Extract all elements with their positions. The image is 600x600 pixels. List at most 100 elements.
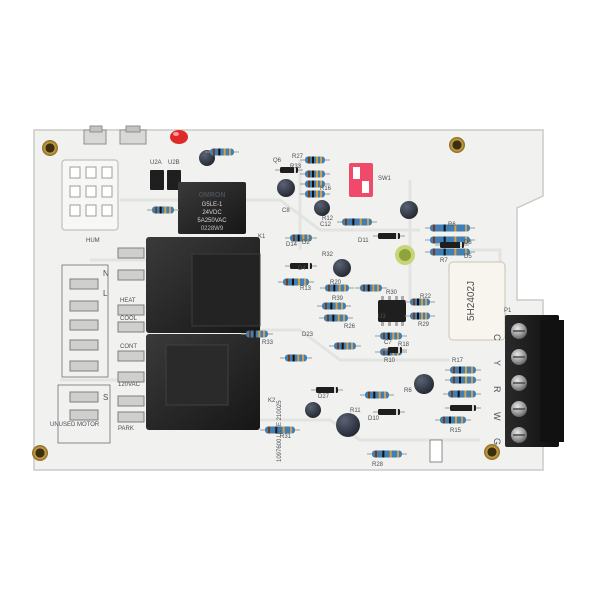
resistor [260, 426, 300, 434]
resistor [317, 302, 351, 310]
ref-label: C12 [320, 222, 332, 228]
ref-label: D14 [286, 242, 298, 248]
relay-large-upper [146, 237, 261, 333]
resistor [147, 206, 179, 214]
ref-label: R12 [322, 216, 334, 222]
diode [373, 409, 405, 415]
ref-label: Q2 [316, 208, 325, 214]
mounting-holes [32, 137, 500, 461]
ref-label: K1 [258, 234, 266, 240]
resistor [443, 390, 481, 398]
resistor [425, 236, 475, 244]
ref-label: R28 [372, 462, 384, 468]
resistor-pack-label: 5H2402J [466, 281, 477, 321]
relay-brand: OMRON [199, 192, 226, 199]
ref-label: R30 [386, 290, 398, 296]
ref-label: D3 [464, 240, 472, 246]
diode-array [275, 167, 481, 415]
ref-label: Q6 [273, 158, 282, 164]
resistor [425, 224, 475, 232]
label-sw1: SW1 [378, 176, 392, 182]
label-u2a: U2A [150, 160, 162, 166]
relay-large-lower [146, 334, 260, 430]
ref-label: R39 [332, 296, 344, 302]
resistor [435, 416, 471, 424]
ref-label: R13 [300, 286, 312, 292]
ref-label: D11 [358, 238, 369, 244]
ic-u2 [150, 170, 181, 190]
top-spade-terminals [83, 125, 147, 145]
molex-connector [61, 159, 119, 231]
ref-label: R15 [450, 428, 462, 434]
terminal-g: G [492, 438, 502, 445]
ref-label: R26 [344, 324, 356, 330]
relay-code: 0228W9 [201, 226, 224, 232]
diode [445, 405, 481, 411]
ref-label: R32 [322, 252, 334, 258]
resistor [300, 180, 330, 188]
resistor [355, 284, 387, 292]
resistor [300, 190, 330, 198]
ref-label: D27 [318, 394, 330, 400]
ref-label: D23 [302, 332, 314, 338]
ref-label: U3 [378, 314, 386, 320]
diode [285, 263, 317, 269]
ic-u3 [378, 296, 406, 326]
capacitors [199, 150, 434, 437]
diode [311, 387, 343, 393]
dip-switch: SW1 [349, 163, 392, 197]
resistor [205, 148, 239, 156]
resistor [300, 170, 330, 178]
ref-label: R27 [292, 154, 304, 160]
relay-rating-contact: 5A250VAC [197, 218, 227, 224]
resistor [425, 248, 475, 256]
board-code: 1097600 ULTE 210025 [277, 400, 283, 462]
resistor [405, 298, 435, 306]
ref-label: R33 [262, 340, 274, 346]
ref-label: R6 [404, 388, 412, 394]
ref-label: D5 [464, 254, 472, 260]
label-park: PARK [118, 426, 134, 432]
resistor [375, 332, 407, 340]
terminal-block: P1 C Y R W G [492, 308, 564, 447]
resistor [445, 376, 481, 384]
ref-label: R22 [420, 294, 432, 300]
label-l: L [103, 289, 108, 298]
relay-omron: OMRON G5LE-1 24VDC 5A250VAC 0228W9 [178, 182, 246, 234]
relay-model: G5LE-1 [202, 202, 223, 208]
ref-label: R7 [440, 258, 448, 264]
resistor-array [147, 148, 481, 458]
diode [275, 167, 303, 173]
resistor [241, 330, 273, 338]
resistor [280, 354, 312, 362]
ref-label: D10 [368, 416, 380, 422]
resistor [329, 342, 361, 350]
resistor [405, 312, 435, 320]
resistor [367, 450, 407, 458]
resistor [285, 234, 317, 242]
label-cool: COOL [120, 316, 138, 322]
terminal-w: W [492, 412, 502, 421]
diode [435, 242, 469, 248]
ref-label: R33 [290, 164, 302, 170]
resistor-pack: 5H2402J [448, 261, 506, 341]
resistor [278, 278, 314, 286]
terminal-y: Y [492, 360, 502, 366]
label-cont: CONT [120, 344, 137, 350]
ref-label: R17 [452, 358, 464, 364]
label-120vac: 120VAC [118, 382, 141, 388]
diode [383, 347, 407, 353]
label-p1: P1 [504, 308, 512, 314]
ref-label: C7 [384, 340, 392, 346]
ref-label: R11 [350, 408, 361, 414]
led-indicator [170, 130, 188, 144]
ref-label: D4 [298, 266, 306, 272]
label-unused-motor: UNUSED MOTOR [50, 422, 100, 428]
label-hum: HUM [86, 238, 100, 244]
label-n: N [103, 269, 109, 278]
resistor [300, 156, 330, 164]
left-labels: HUM N L HEAT COOL CONT 120VAC S UNUSED M… [50, 238, 141, 444]
ref-label: K2 [268, 398, 276, 404]
